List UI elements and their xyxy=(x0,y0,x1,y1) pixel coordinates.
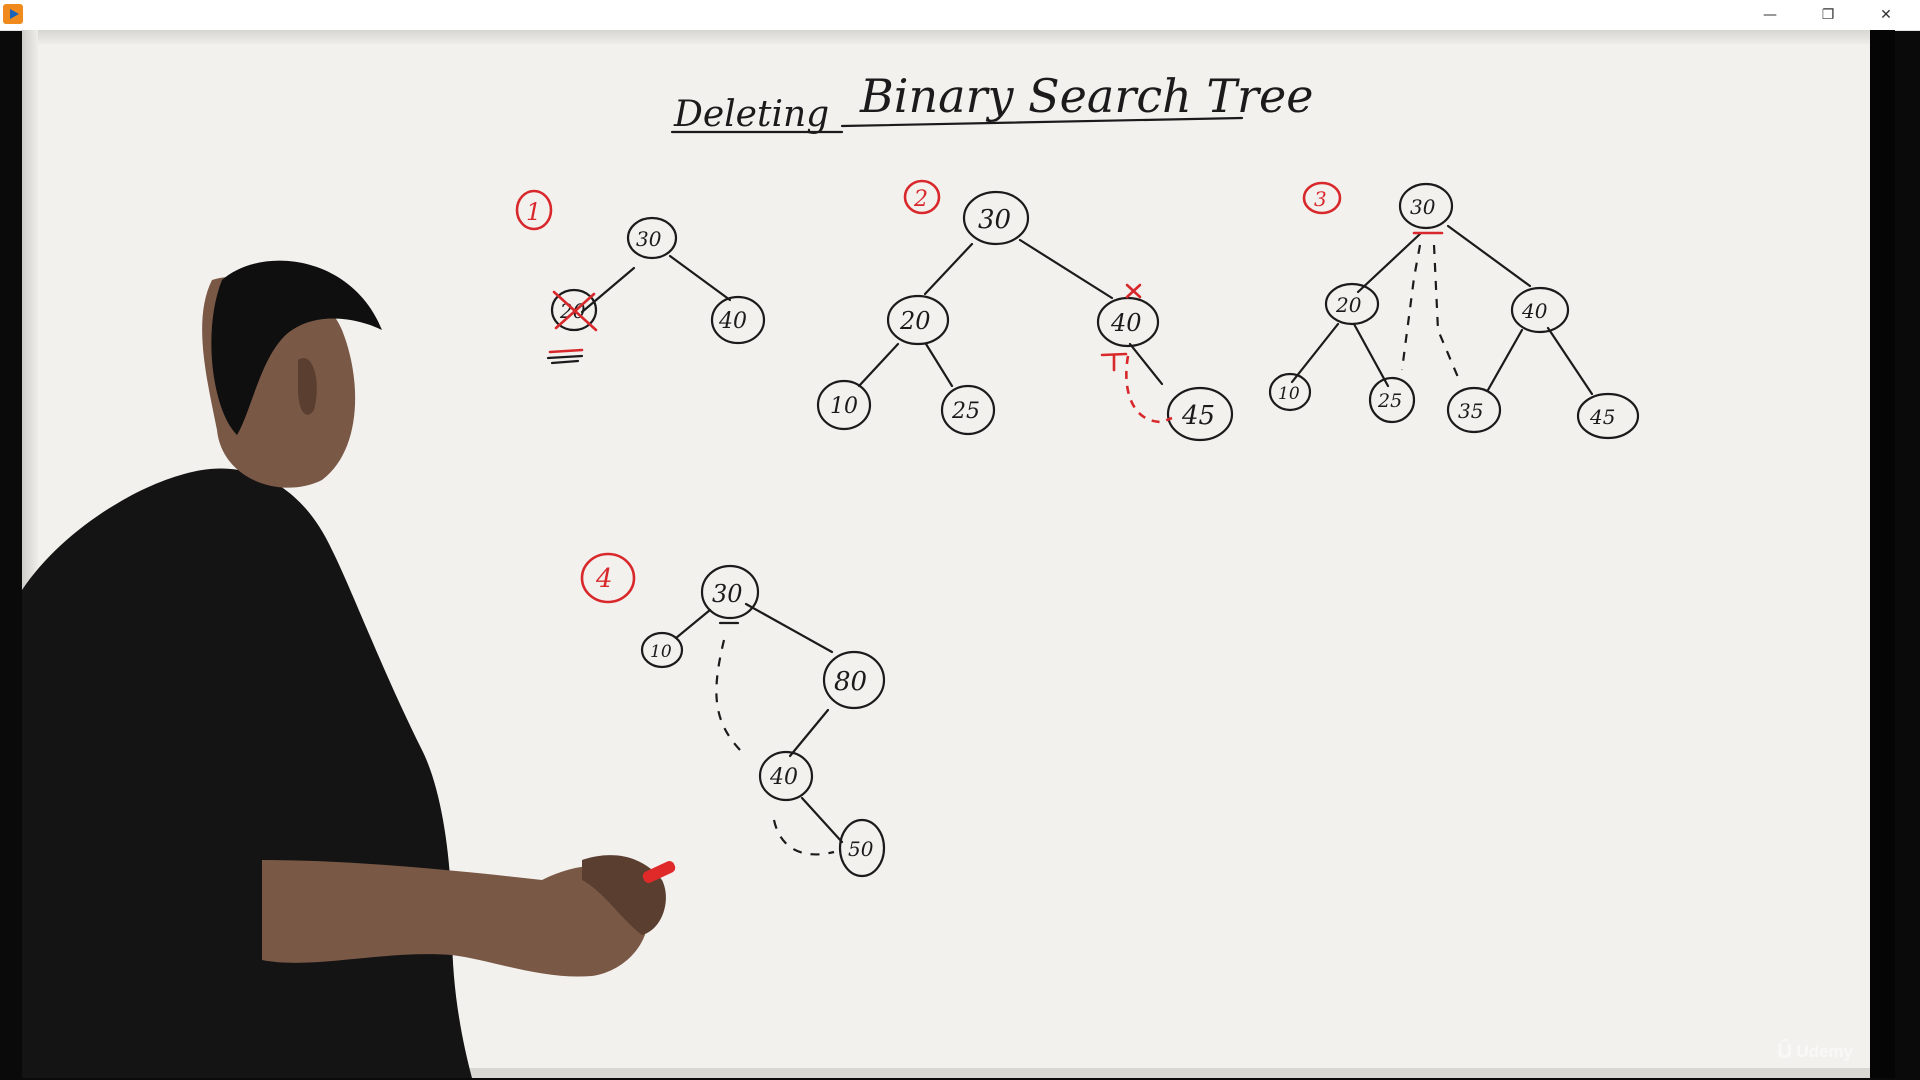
case-2-replace-arrow xyxy=(1125,355,1173,424)
case-1-number-circle xyxy=(515,189,553,231)
case-4-node-root xyxy=(700,564,760,620)
svg-text:10: 10 xyxy=(1278,384,1300,404)
case-1-node-deleted xyxy=(550,288,598,332)
case-3-node-left xyxy=(1324,282,1380,326)
whiteboard-bottom-frame xyxy=(22,1068,1895,1078)
case-3-node-lr xyxy=(1368,376,1416,424)
close-button[interactable]: ✕ xyxy=(1880,7,1892,23)
svg-text:30: 30 xyxy=(636,227,662,251)
case-4-tree: 4 30 10 80 40 50 xyxy=(580,552,886,878)
svg-text:25: 25 xyxy=(1377,390,1402,412)
case-2-node-root xyxy=(962,190,1030,246)
case-3-node-right xyxy=(1510,286,1570,334)
case-4-number: 4 xyxy=(595,564,613,594)
svg-text:40: 40 xyxy=(718,309,747,334)
svg-text:80: 80 xyxy=(834,667,867,697)
case-4-node-right xyxy=(822,650,886,710)
case-2-number: 2 xyxy=(913,187,928,212)
case-3-number-circle xyxy=(1302,181,1342,215)
case-2-tree: 2 30 20 40 10 25 45 xyxy=(816,179,1234,442)
svg-text:40: 40 xyxy=(1110,309,1142,337)
window-titlebar: — ❐ ✕ xyxy=(0,0,1920,31)
svg-text:40: 40 xyxy=(1521,299,1548,323)
case-2-node-lr xyxy=(940,384,996,436)
svg-text:10: 10 xyxy=(830,394,858,419)
case-2-node-deleted xyxy=(1096,296,1160,348)
svg-text:30: 30 xyxy=(712,580,743,608)
svg-text:20: 20 xyxy=(899,307,931,335)
udemy-logo-icon: Û xyxy=(1777,1040,1793,1063)
case-2-number-circle xyxy=(903,179,941,215)
svg-text:45: 45 xyxy=(1589,405,1615,429)
udemy-watermark: Û Udemy xyxy=(1777,1040,1853,1063)
case-3-successor-path xyxy=(1432,244,1462,383)
title-deleting: Deleting xyxy=(673,94,829,135)
instructor-figure xyxy=(22,260,676,1078)
whiteboard-drawing: Deleting Binary Search Tree 1 30 40 20 2 xyxy=(22,69,1640,1078)
svg-text:45: 45 xyxy=(1181,401,1215,431)
case-1-node-right xyxy=(710,295,766,345)
case-4-successor-path xyxy=(715,639,741,751)
svg-text:25: 25 xyxy=(951,399,980,424)
svg-text:50: 50 xyxy=(848,837,874,861)
svg-text:40: 40 xyxy=(769,765,798,790)
minimize-button[interactable]: — xyxy=(1763,7,1777,23)
svg-text:20: 20 xyxy=(559,299,586,323)
case-4-node-rlr xyxy=(838,818,886,878)
svg-text:30: 30 xyxy=(1410,195,1436,219)
case-4-node-rl xyxy=(758,750,814,802)
case-3-predecessor-path xyxy=(1400,244,1422,371)
case-2-node-left xyxy=(886,294,950,346)
case-3-tree: 3 30 20 40 10 25 35 45 xyxy=(1268,181,1640,440)
restore-button[interactable]: ❐ xyxy=(1821,7,1835,23)
case-4-replace-path xyxy=(772,819,835,856)
case-3-node-ll xyxy=(1268,372,1312,412)
case-2-node-ll xyxy=(816,379,872,431)
case-1-node-root xyxy=(626,216,678,260)
case-3-node-root xyxy=(1398,182,1454,230)
case-1-number: 1 xyxy=(526,198,541,226)
video-right-letterbox xyxy=(1870,30,1895,1078)
case-4-node-left xyxy=(640,631,684,669)
video-frame[interactable]: Deleting Binary Search Tree 1 30 40 20 2 xyxy=(22,30,1895,1078)
svg-text:30: 30 xyxy=(978,205,1011,235)
svg-text:35: 35 xyxy=(1458,399,1483,423)
svg-text:10: 10 xyxy=(650,642,672,662)
case-4-number-circle xyxy=(580,552,636,604)
title-binary-search-tree: Binary Search Tree xyxy=(859,69,1313,123)
case-1-tree: 1 30 40 20 xyxy=(515,189,766,365)
case-3-node-rl xyxy=(1446,386,1502,434)
case-3-number: 3 xyxy=(1314,187,1327,211)
whiteboard-top-frame xyxy=(22,30,1895,44)
svg-text:20: 20 xyxy=(1335,293,1362,317)
player-app-icon xyxy=(3,4,23,24)
case-3-node-rr xyxy=(1576,392,1640,440)
case-2-node-rr xyxy=(1166,386,1234,442)
title-underline-right xyxy=(840,116,1244,128)
red-marker xyxy=(642,861,676,883)
